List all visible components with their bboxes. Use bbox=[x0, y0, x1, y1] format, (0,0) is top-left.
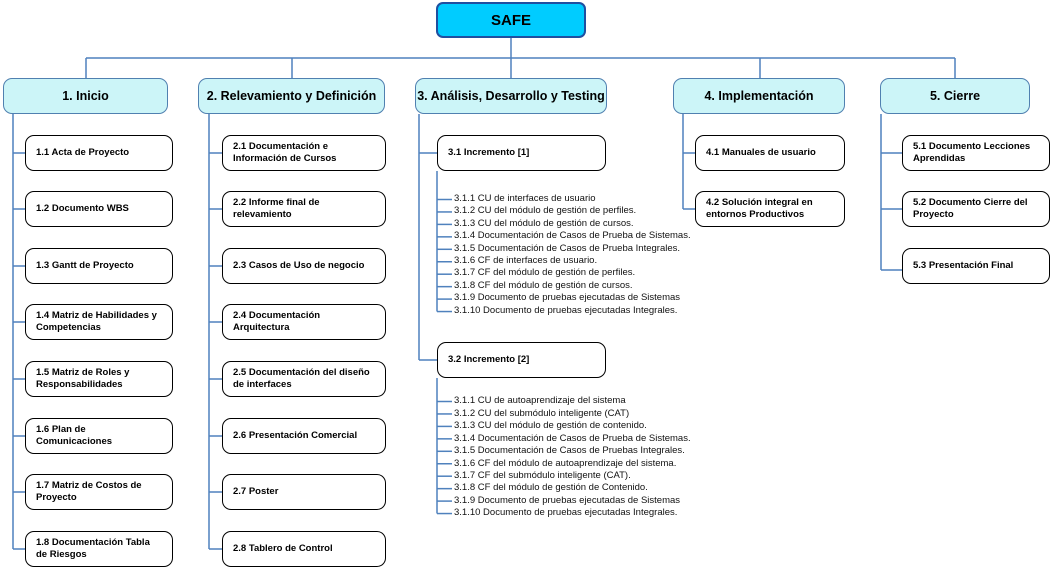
wbs-item-1-6[interactable]: 1.6 Plan de Comunicaciones bbox=[25, 418, 173, 454]
phase-inicio[interactable]: 1. Inicio bbox=[3, 78, 168, 114]
wbs-item-2-2[interactable]: 2.2 Informe final de relevamiento bbox=[222, 191, 386, 227]
deliverable-inc1-3: 3.1.3 CU del módulo de gestión de cursos… bbox=[454, 218, 634, 229]
wbs-item-1-2[interactable]: 1.2 Documento WBS bbox=[25, 191, 173, 227]
deliverable-inc1-5: 3.1.5 Documentación de Casos de Prueba I… bbox=[454, 243, 681, 254]
increment-3-1[interactable]: 3.1 Incremento [1] bbox=[437, 135, 606, 171]
wbs-item-2-1[interactable]: 2.1 Documentación e Información de Curso… bbox=[222, 135, 386, 171]
deliverable-inc2-9: 3.1.9 Documento de pruebas ejecutadas de… bbox=[454, 495, 681, 506]
deliverable-inc2-1: 3.1.1 CU de autoaprendizaje del sistema bbox=[454, 395, 626, 406]
deliverable-inc2-5: 3.1.5 Documentación de Casos de Pruebas … bbox=[454, 445, 685, 456]
deliverable-inc1-9: 3.1.9 Documento de pruebas ejecutadas de… bbox=[454, 292, 681, 303]
wbs-item-2-8[interactable]: 2.8 Tablero de Control bbox=[222, 531, 386, 567]
deliverable-inc1-7: 3.1.7 CF del módulo de gestión de perfil… bbox=[454, 267, 636, 278]
wbs-item-2-5[interactable]: 2.5 Documentación del diseño de interfac… bbox=[222, 361, 386, 397]
deliverable-inc1-10: 3.1.10 Documento de pruebas ejecutadas I… bbox=[454, 305, 678, 316]
deliverable-inc1-2: 3.1.2 CU del módulo de gestión de perfil… bbox=[454, 205, 637, 216]
root-node-safe[interactable]: SAFE bbox=[436, 2, 586, 38]
phase-relevamiento[interactable]: 2. Relevamiento y Definición bbox=[198, 78, 385, 114]
deliverable-inc1-6: 3.1.6 CF de interfaces de usuario. bbox=[454, 255, 598, 266]
wbs-item-1-3[interactable]: 1.3 Gantt de Proyecto bbox=[25, 248, 173, 284]
wbs-item-5-2[interactable]: 5.2 Documento Cierre del Proyecto bbox=[902, 191, 1050, 227]
phase-analisis[interactable]: 3. Análisis, Desarrollo y Testing bbox=[415, 78, 607, 114]
wbs-item-5-3[interactable]: 5.3 Presentación Final bbox=[902, 248, 1050, 284]
wbs-item-2-4[interactable]: 2.4 Documentación Arquitectura bbox=[222, 304, 386, 340]
deliverable-inc2-2: 3.1.2 CU del submódulo inteligente (CAT) bbox=[454, 408, 630, 419]
wbs-item-1-5[interactable]: 1.5 Matriz de Roles y Responsabilidades bbox=[25, 361, 173, 397]
deliverable-inc2-4: 3.1.4 Documentación de Casos de Prueba d… bbox=[454, 433, 691, 444]
wbs-item-4-1[interactable]: 4.1 Manuales de usuario bbox=[695, 135, 845, 171]
wbs-item-1-7[interactable]: 1.7 Matriz de Costos de Proyecto bbox=[25, 474, 173, 510]
phase-cierre[interactable]: 5. Cierre bbox=[880, 78, 1030, 114]
wbs-item-2-6[interactable]: 2.6 Presentación Comercial bbox=[222, 418, 386, 454]
wbs-item-2-3[interactable]: 2.3 Casos de Uso de negocio bbox=[222, 248, 386, 284]
wbs-item-1-1[interactable]: 1.1 Acta de Proyecto bbox=[25, 135, 173, 171]
deliverable-inc2-10: 3.1.10 Documento de pruebas ejecutadas I… bbox=[454, 507, 678, 518]
deliverable-inc1-4: 3.1.4 Documentación de Casos de Prueba d… bbox=[454, 230, 691, 241]
wbs-item-4-2[interactable]: 4.2 Solución integral en entornos Produc… bbox=[695, 191, 845, 227]
wbs-item-1-4[interactable]: 1.4 Matriz de Habilidades y Competencias bbox=[25, 304, 173, 340]
deliverable-inc1-8: 3.1.8 CF del módulo de gestión de cursos… bbox=[454, 280, 633, 291]
deliverable-inc2-8: 3.1.8 CF del módulo de gestión de Conten… bbox=[454, 482, 648, 493]
wbs-item-5-1[interactable]: 5.1 Documento Lecciones Aprendidas bbox=[902, 135, 1050, 171]
deliverable-inc2-3: 3.1.3 CU del módulo de gestión de conten… bbox=[454, 420, 647, 431]
increment-3-2[interactable]: 3.2 Incremento [2] bbox=[437, 342, 606, 378]
deliverable-inc2-7: 3.1.7 CF del submódulo inteligente (CAT)… bbox=[454, 470, 631, 481]
wbs-item-1-8[interactable]: 1.8 Documentación Tabla de Riesgos bbox=[25, 531, 173, 567]
deliverable-inc1-1: 3.1.1 CU de interfaces de usuario bbox=[454, 193, 596, 204]
deliverable-inc2-6: 3.1.6 CF del módulo de autoaprendizaje d… bbox=[454, 458, 677, 469]
phase-implementacion[interactable]: 4. Implementación bbox=[673, 78, 845, 114]
wbs-item-2-7[interactable]: 2.7 Poster bbox=[222, 474, 386, 510]
